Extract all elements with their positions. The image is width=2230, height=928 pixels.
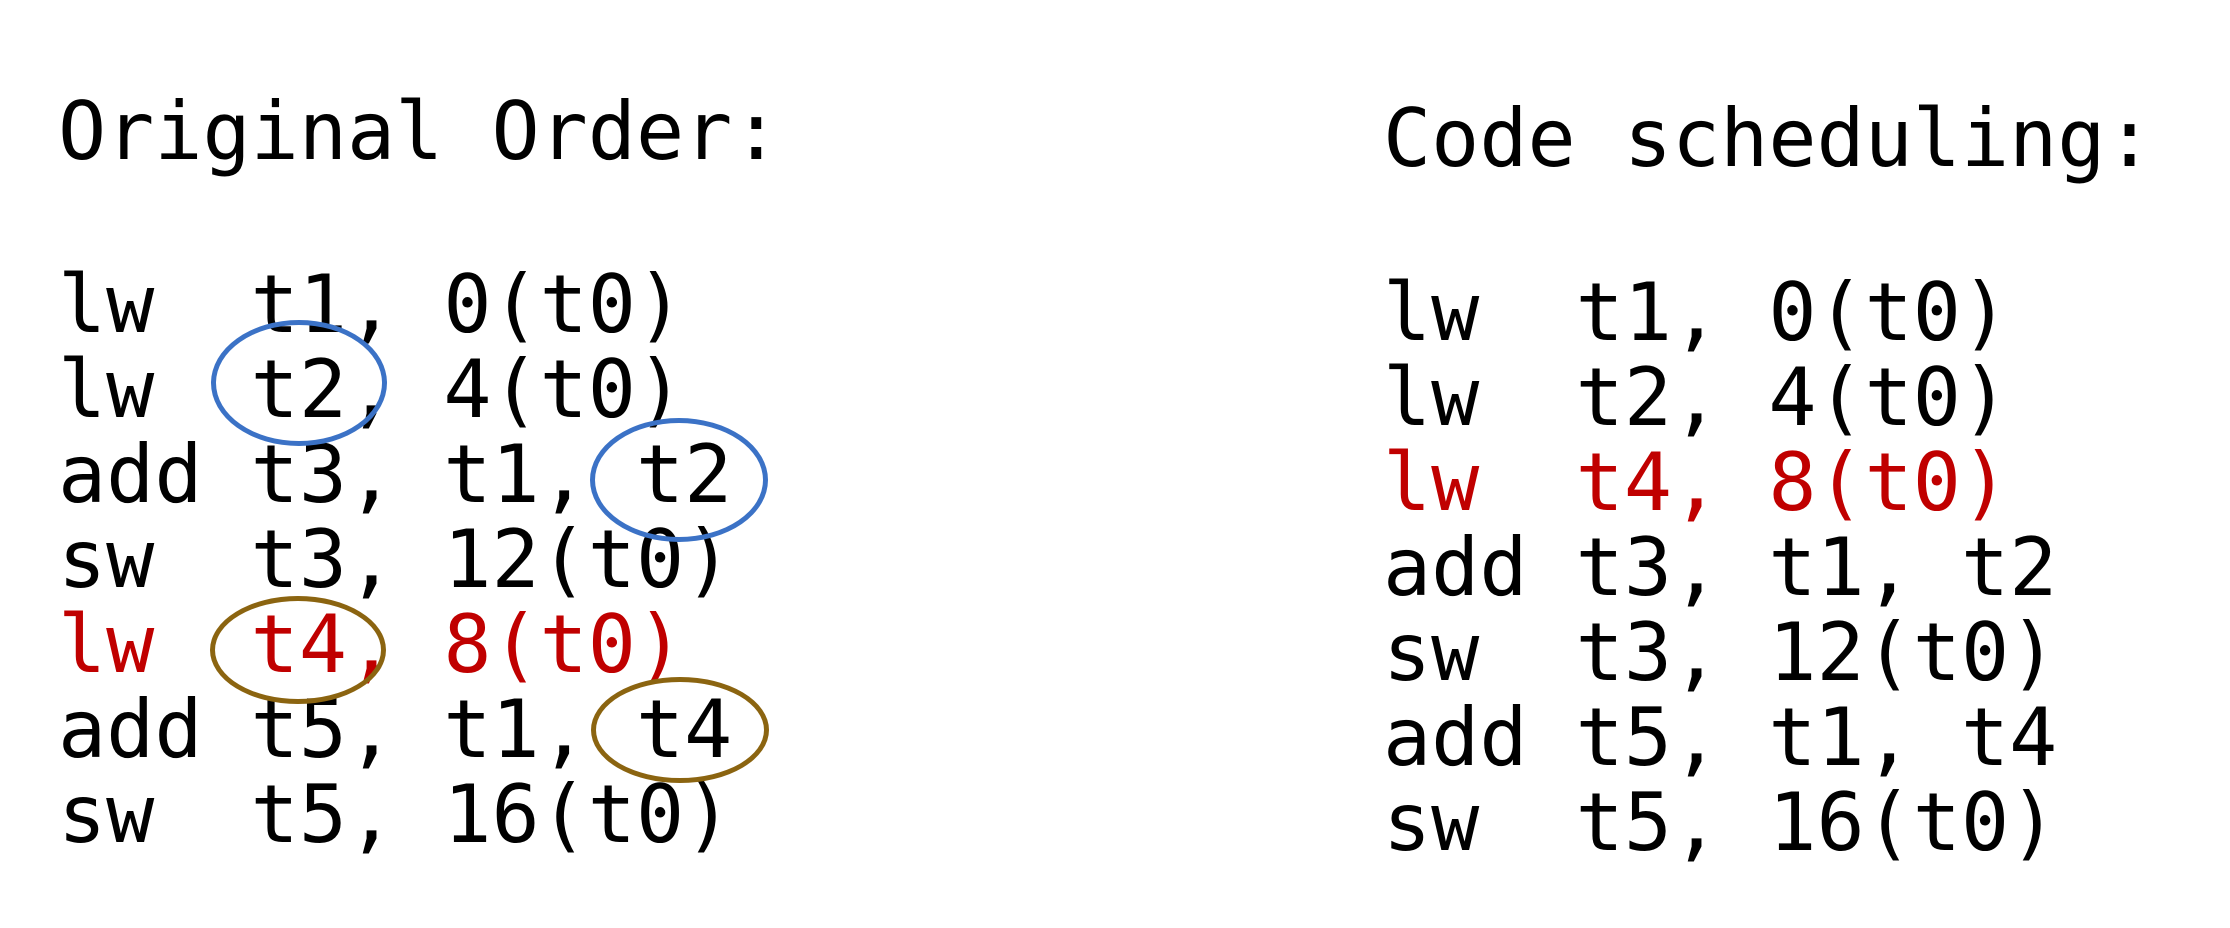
code-line: lw t1, 0(t0) [58,258,685,351]
code-scheduling-title: Code scheduling: [1383,92,2154,185]
t4-definition-ring [210,596,386,704]
code-line: add t3, t1, t2 [1383,521,2058,614]
t2-definition-ring [211,320,387,446]
code-line: sw t3, 12(t0) [58,513,733,606]
t2-use-ring [590,418,768,542]
code-line: lw t2, 4(t0) [1383,351,2010,444]
t4-use-ring [591,677,769,783]
original-order-title: Original Order: [58,85,781,178]
code-line: sw t5, 16(t0) [58,768,733,861]
code-line: sw t5, 16(t0) [1383,776,2058,869]
original-code-block: lw t1, 0(t0) lw t2, 4(t0) add t3, t1, t2… [58,262,732,857]
code-line: sw t3, 12(t0) [1383,606,2058,699]
code-line: lw t2, 4(t0) [58,343,685,436]
code-line: lw t1, 0(t0) [1383,266,2010,359]
code-line: add t5, t1, t4 [1383,691,2058,784]
code-line-highlighted: lw t4, 8(t0) [1383,436,2010,529]
scheduled-code-block: lw t1, 0(t0) lw t2, 4(t0) lw t4, 8(t0) a… [1383,270,2057,865]
code-line-highlighted: lw t4, 8(t0) [58,598,685,691]
